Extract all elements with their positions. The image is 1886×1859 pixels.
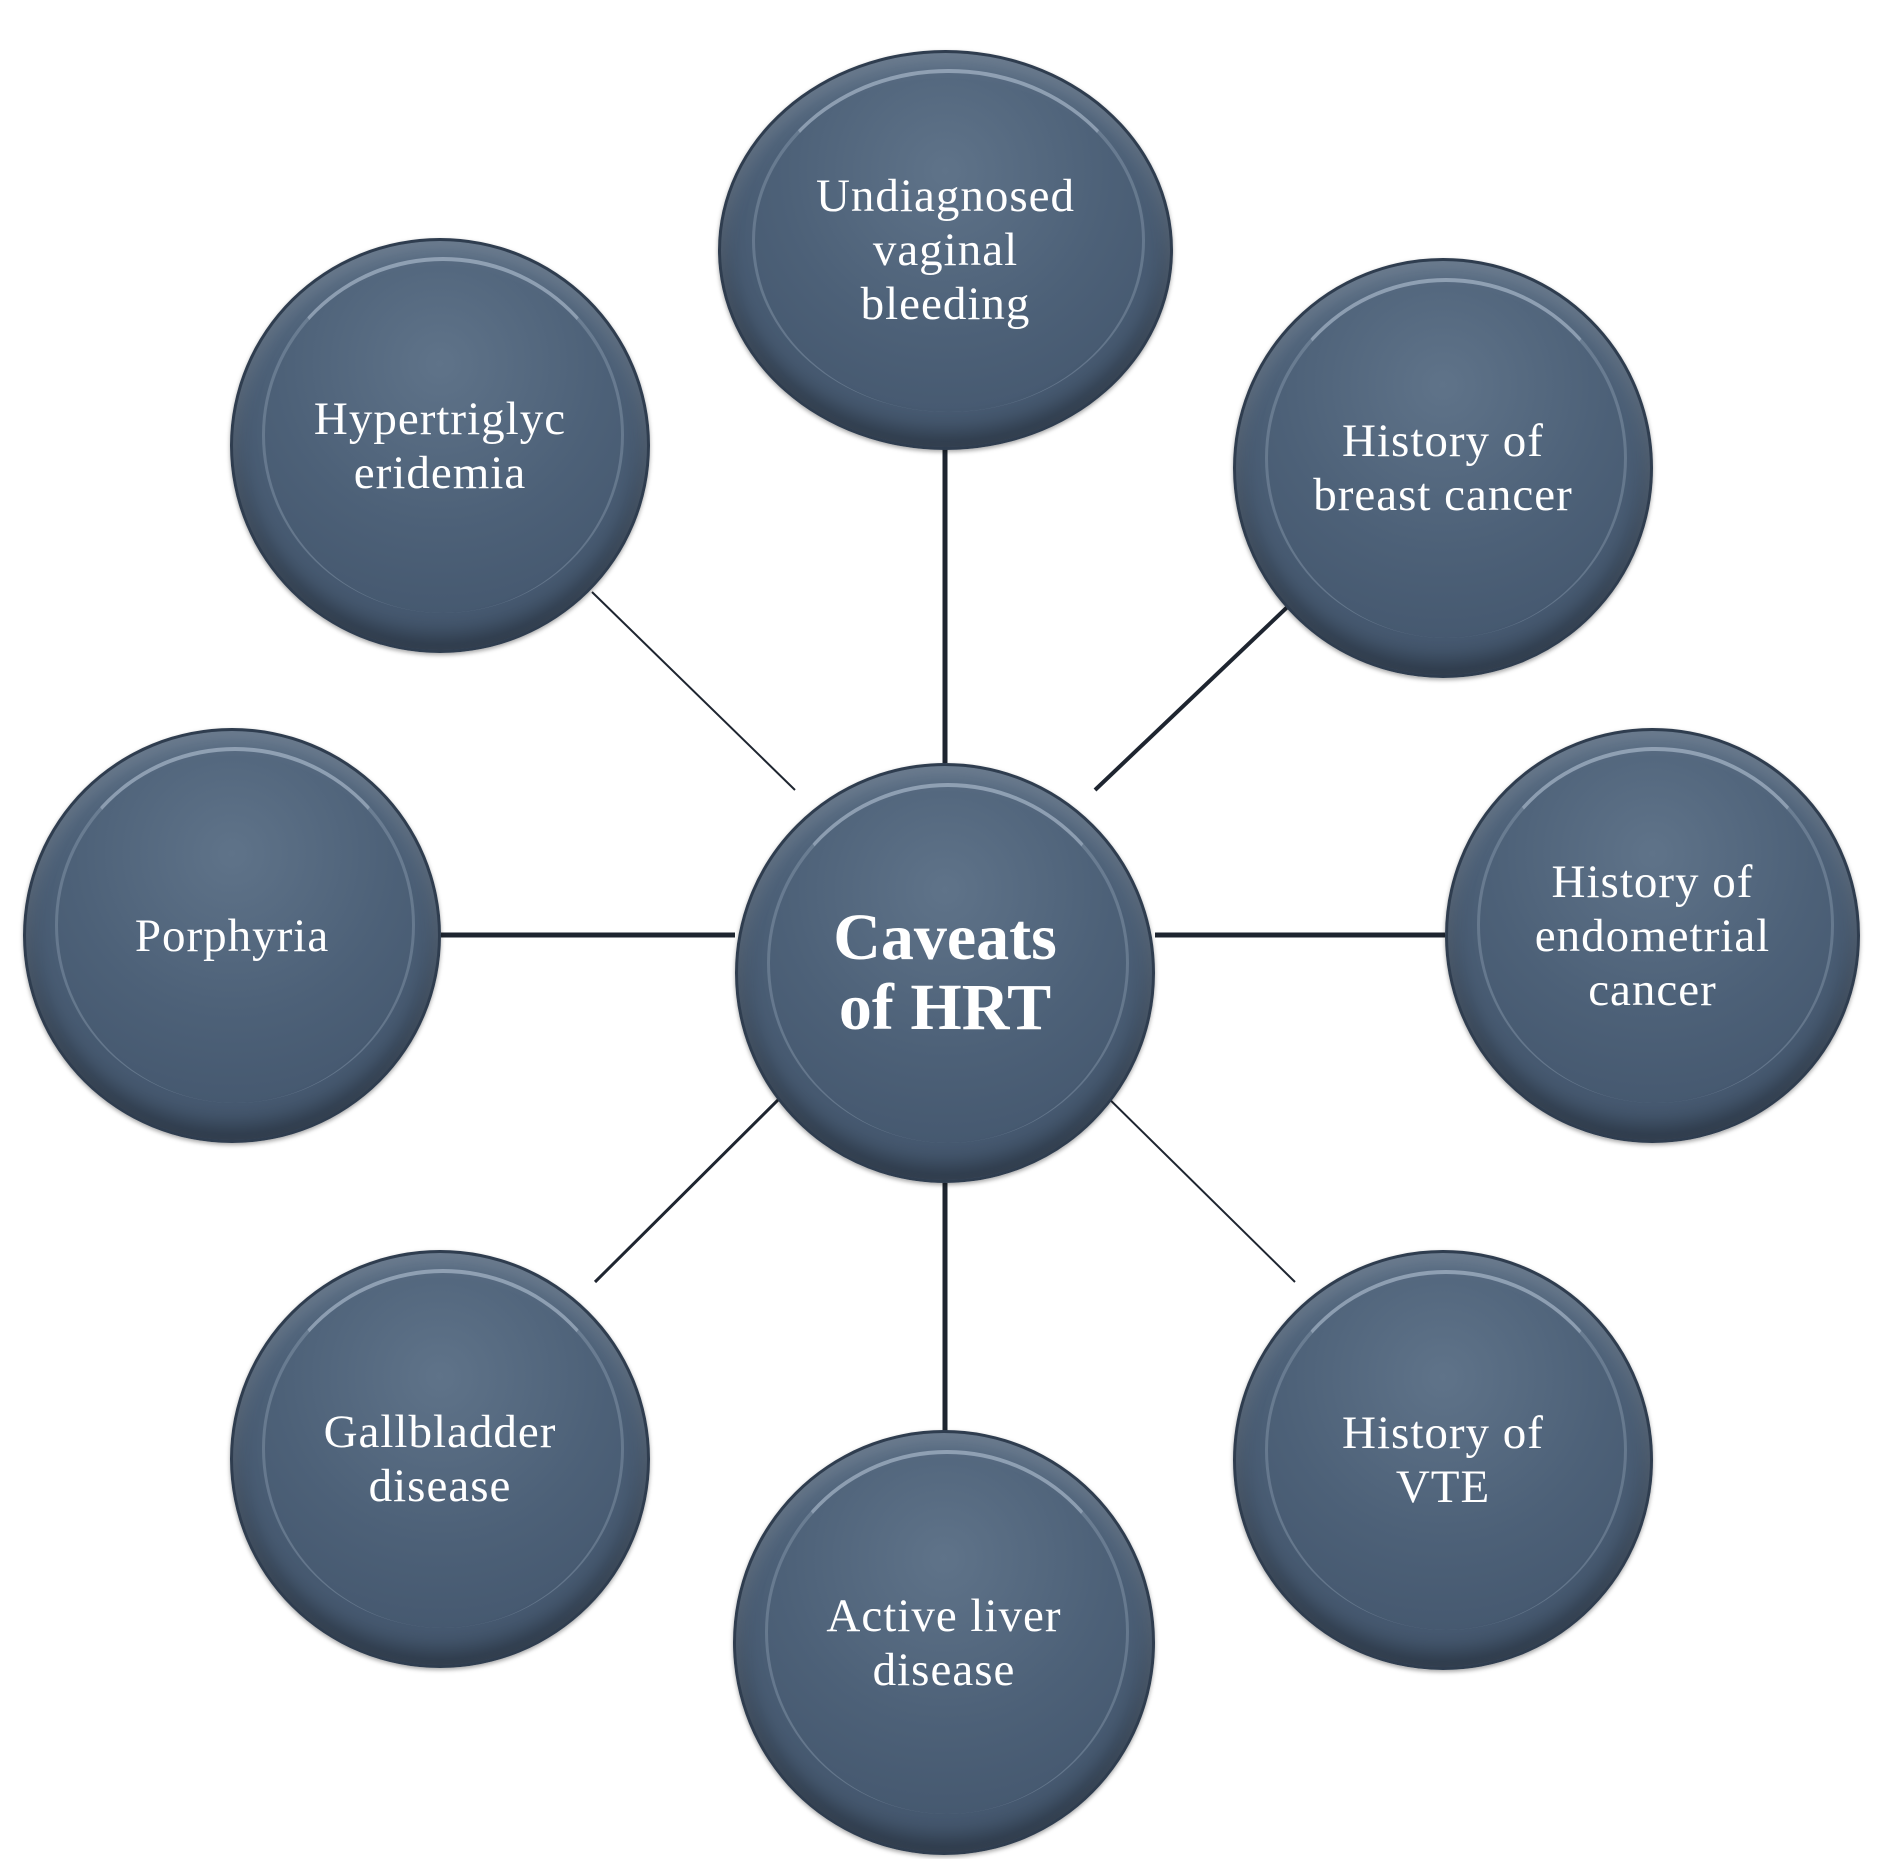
node-label: History of VTE [1342,1407,1544,1513]
connector-top-left [591,591,796,791]
node-label: Gallbladder disease [323,1406,557,1512]
node-label: Hypertriglyc eridemia [313,392,567,499]
node-history-of-vte: History of VTE [1233,1250,1653,1670]
node-label: History of endometrial cancer [1534,855,1771,1016]
node-label: Active liver disease [826,1589,1062,1696]
connector-bottom-left [593,1081,797,1284]
node-label: Undiagnosed vaginal bleeding [815,170,1075,330]
node-porphyria: Porphyria [23,728,441,1143]
node-hypertriglyceridemia: Hypertriglyc eridemia [230,238,650,653]
connector-top-right [1093,593,1302,792]
node-undiagnosed-vaginal-bleeding: Undiagnosed vaginal bleeding [718,50,1173,450]
center-node-caveats-of-hrt: Caveats of HRT [735,763,1155,1183]
node-label: History of breast cancer [1313,415,1573,521]
node-active-liver-disease: Active liver disease [733,1430,1155,1855]
node-gallbladder-disease: Gallbladder disease [230,1250,650,1668]
node-history-of-breast-cancer: History of breast cancer [1233,258,1653,678]
center-label: Caveats of HRT [833,901,1057,1044]
node-label: Porphyria [134,909,330,962]
node-history-of-endometrial-cancer: History of endometrial cancer [1445,728,1860,1143]
connector-bottom-right [1094,1084,1296,1283]
